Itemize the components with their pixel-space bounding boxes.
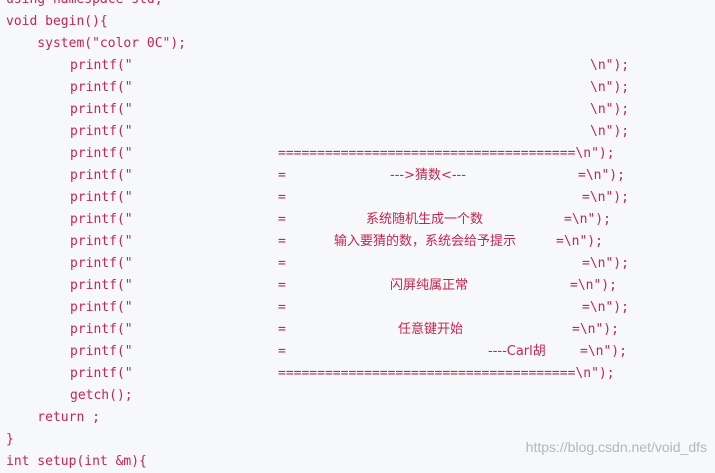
code-segment: =\n"); [570,278,617,293]
code-segment: getch(); [70,388,133,403]
code-segment: \n"); [590,124,630,139]
code-segment: =\n"); [556,234,603,249]
code-segment: 闪屏纯属正常 [390,278,469,293]
code-line: printf(" \n"); [0,99,715,121]
code-line: printf(" = =\n"); [0,187,715,209]
code-segment: int setup(int &m){ [6,454,147,469]
code-segment: printf(" [70,102,133,117]
code-line: printf(" = 系统随机生成一个数 =\n"); [0,209,715,231]
code-segment: ======================================\n… [278,146,615,161]
code-segment: =\n"); [572,322,619,337]
code-segment: = [278,322,286,337]
code-line: return ; [0,407,715,429]
code-segment: system("color 0C"); [6,36,187,51]
code-segment: \n"); [590,58,630,73]
code-segment: = [278,256,286,271]
code-segment: return ; [6,410,100,425]
code-line: printf(" ================================… [0,143,715,165]
code-segment: =\n"); [582,256,629,271]
code-segment: printf(" [70,366,133,381]
code-segment: --->猜数<--- [390,168,466,183]
code-line: printf(" = 闪屏纯属正常 =\n"); [0,275,715,297]
code-line: getch(); [0,385,715,407]
code-line: printf(" = =\n"); [0,253,715,275]
code-segment: \n"); [590,80,630,95]
code-segment: printf(" [70,190,133,205]
code-line: printf(" \n"); [0,121,715,143]
code-segment: ----Carl胡 [488,344,546,359]
code-segment: = [278,212,286,227]
code-line: using namespace std; [0,0,715,11]
code-segment: void begin(){ [6,14,108,29]
code-segment: printf(" [70,300,133,315]
code-line: printf(" = --->猜数<--- =\n"); [0,165,715,187]
code-segment: = [278,344,286,359]
code-segment: \n"); [590,102,630,117]
code-line: printf(" = 输入要猜的数，系统会给予提示 =\n"); [0,231,715,253]
code-segment: 系统随机生成一个数 [366,212,484,227]
code-segment: printf(" [70,234,133,249]
code-line: printf(" ================================… [0,363,715,385]
code-segment: printf(" [70,322,133,337]
code-segment: =\n"); [582,190,629,205]
code-line: printf(" \n"); [0,77,715,99]
code-segment: printf(" [70,278,133,293]
code-line: printf(" = =\n"); [0,297,715,319]
code-segment: =\n"); [582,300,629,315]
code-segment: printf(" [70,344,133,359]
code-line: } [0,429,715,451]
code-segment: printf(" [70,212,133,227]
code-segment: printf(" [70,124,133,139]
code-segment: = [278,278,286,293]
code-segment: printf(" [70,256,133,271]
code-segment: =\n"); [580,344,627,359]
code-segment: printf(" [70,146,133,161]
code-segment: printf(" [70,168,133,183]
code-line: system("color 0C"); [0,33,715,55]
code-segment: printf(" [70,58,133,73]
code-line: printf(" \n"); [0,55,715,77]
code-segment: =\n"); [564,212,611,227]
code-segment: = [278,300,286,315]
code-segment: using namespace std; [6,0,163,11]
code-line: printf(" = ----Carl胡 =\n"); [0,341,715,363]
code-segment: } [6,432,14,447]
code-segment: 输入要猜的数，系统会给予提示 [334,234,517,249]
code-segment: ======================================\n… [278,366,615,381]
code-segment: 任意键开始 [398,322,464,337]
code-segment: = [278,168,286,183]
code-segment: = [278,190,286,205]
code-line: printf(" = 任意键开始 =\n"); [0,319,715,341]
code-line: void begin(){ [0,11,715,33]
watermark: https://blog.csdn.net/void_dfs [525,439,707,455]
code-segment: = [278,234,286,249]
code-segment: =\n"); [578,168,625,183]
code-segment: printf(" [70,80,133,95]
